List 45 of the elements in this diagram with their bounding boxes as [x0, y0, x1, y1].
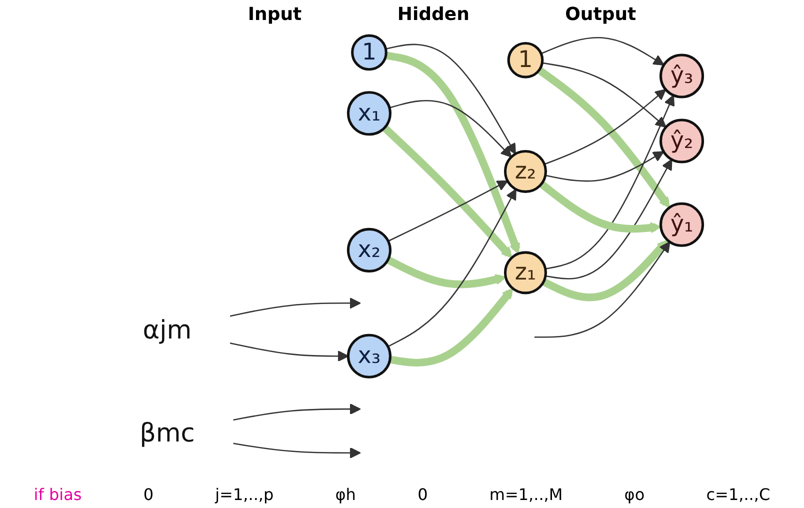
annotation-text: 0 [418, 485, 428, 504]
arrow [536, 66, 670, 208]
arrow [386, 44, 516, 154]
node-circle: ŷ₁ [659, 202, 704, 247]
column-heading: Input [248, 4, 302, 25]
arrow [233, 442, 361, 458]
arrow [386, 256, 506, 288]
node-circle: z₂ [504, 150, 547, 193]
arrow [542, 62, 666, 128]
annotation-text: m=1,..,M [489, 485, 563, 504]
node-circle: 1 [507, 42, 544, 78]
node-circle: z₁ [504, 251, 547, 294]
annotation-text: c=1,..,C [706, 485, 770, 504]
arrow [388, 188, 516, 348]
arrow [230, 298, 361, 317]
annotation-text: φo [624, 485, 645, 504]
annotation-text: j=1,..,p [215, 485, 274, 504]
node-circle: ŷ₂ [659, 118, 704, 164]
arrow [545, 94, 675, 270]
annotation-text: if bias [34, 485, 82, 504]
node-text: βmc [140, 417, 195, 448]
annotation-text: φh [335, 485, 356, 504]
arrow [389, 288, 514, 367]
arrow [539, 180, 662, 234]
arrow [385, 52, 520, 254]
arrow [230, 342, 349, 362]
annotation-text: 0 [143, 485, 154, 504]
node-circle: x₃ [346, 334, 392, 378]
arrow [544, 88, 666, 165]
arrow [233, 403, 361, 421]
arrow [545, 158, 672, 280]
arrow [389, 100, 512, 158]
node-text: αjm [142, 314, 192, 345]
node-circle: x₁ [346, 91, 392, 136]
arrow [534, 241, 670, 338]
column-heading: Output [565, 4, 636, 25]
node-circle: ŷ₃ [659, 54, 704, 98]
node-circle: x₂ [346, 228, 392, 272]
arrow [388, 180, 508, 242]
arrow [545, 151, 664, 182]
arrow [382, 124, 512, 258]
arrow [540, 36, 664, 66]
node-circle: 1 [351, 34, 388, 71]
column-heading: Hidden [397, 4, 470, 25]
arrow [542, 240, 668, 302]
